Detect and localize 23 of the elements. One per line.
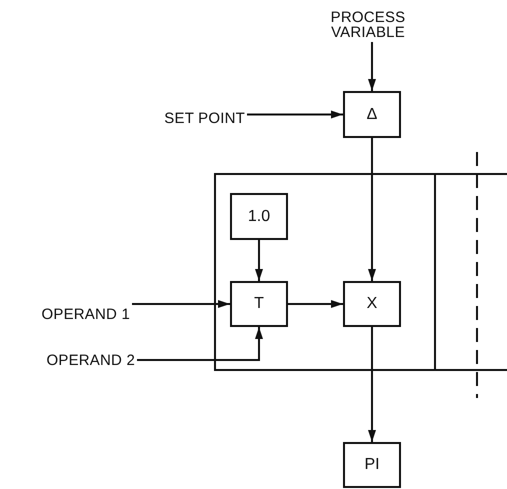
signal-arrow xyxy=(247,110,343,118)
panel-box xyxy=(214,173,507,371)
block-symbol: PI xyxy=(364,457,380,473)
block-symbol: X xyxy=(366,296,378,312)
signal-arrow xyxy=(137,327,263,361)
function-block xyxy=(230,193,288,240)
signal-label: OPERAND 2 xyxy=(46,352,135,368)
signal-arrow xyxy=(288,300,343,308)
signal-label: OPERAND 1 xyxy=(42,306,130,322)
signal-label: PROCESS VARIABLE xyxy=(330,10,406,40)
signal-arrow xyxy=(255,240,263,281)
signal-arrow xyxy=(368,42,376,91)
block-symbol: 1.0 xyxy=(248,208,270,224)
function-block xyxy=(343,442,401,488)
signal-arrow xyxy=(368,327,376,442)
function-block xyxy=(343,281,401,327)
function-block xyxy=(230,281,288,327)
block-symbol: T xyxy=(254,296,264,312)
function-block xyxy=(343,91,401,138)
signal-arrow xyxy=(132,300,230,308)
signal-arrow xyxy=(368,138,376,281)
block-symbol: Δ xyxy=(366,106,378,122)
signal-label: SET POINT xyxy=(164,110,245,126)
